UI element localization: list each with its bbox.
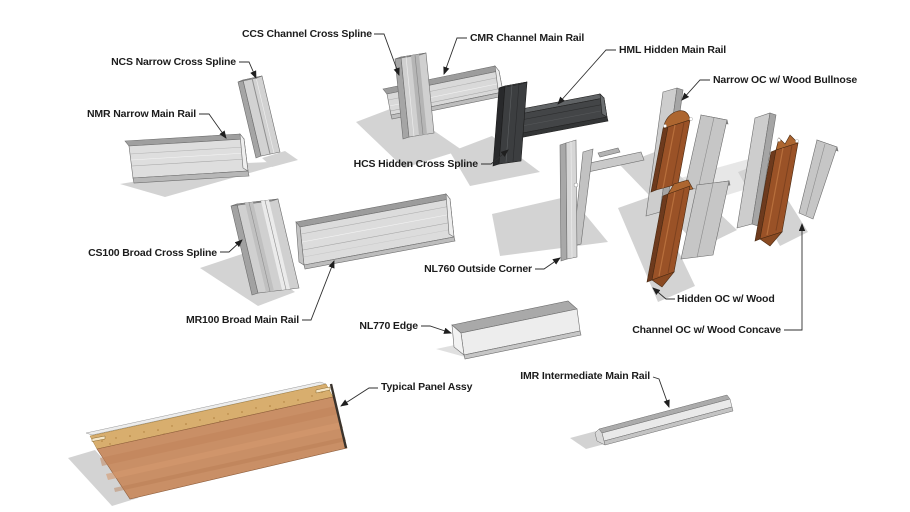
- label-cmr-channel-main-rail: CMR Channel Main Rail: [470, 32, 585, 44]
- part-mr100-broad-main-rail: [295, 193, 456, 270]
- part-nmr-narrow-main-rail: [124, 133, 250, 184]
- leader-channel-oc: [784, 223, 806, 331]
- label-nmr-narrow-main-rail: NMR Narrow Main Rail: [86, 108, 196, 120]
- leader-nl760: [535, 257, 561, 270]
- leader-mr100: [302, 260, 335, 321]
- leader-cmr: [443, 37, 467, 75]
- leader-narrow-oc: [681, 79, 710, 101]
- leader-imr: [652, 376, 670, 408]
- leader-ccs: [374, 33, 400, 76]
- leader-ncs: [239, 61, 257, 79]
- part-nl760-outside-corner: [559, 139, 645, 262]
- leader-nmr: [199, 113, 227, 139]
- label-hml-hidden-main-rail: HML Hidden Main Rail: [619, 44, 727, 56]
- label-typical-panel-assy: Typical Panel Assy: [381, 381, 473, 393]
- part-typical-panel-assy: [85, 381, 348, 500]
- leader-hcs: [481, 149, 509, 165]
- part-hml-hidden-main-rail: [499, 93, 609, 141]
- label-narrow-oc-wood-bullnose: Narrow OC w/ Wood Bullnose: [713, 74, 858, 86]
- leader-lines: [199, 33, 806, 408]
- leader-panel: [340, 387, 378, 407]
- label-hidden-oc-wood: Hidden OC w/ Wood: [677, 293, 775, 305]
- part-cs100-broad-cross-spline: [230, 198, 300, 296]
- label-imr-intermediate-main-rail: IMR Intermediate Main Rail: [520, 370, 650, 382]
- part-hidden-oc-wood: [646, 179, 731, 288]
- panel-edgeband: [329, 383, 348, 449]
- part-nl770-edge: [451, 300, 582, 360]
- label-nl760-outside-corner: NL760 Outside Corner: [424, 263, 532, 275]
- label-nl770-edge: NL770 Edge: [359, 320, 418, 332]
- leader-hml: [557, 49, 616, 105]
- leader-cs100: [220, 239, 243, 253]
- label-ccs-channel-cross-spline: CCS Channel Cross Spline: [241, 28, 372, 40]
- part-imr-intermediate-main-rail: [594, 394, 734, 446]
- part-ccs-channel-cross-spline: [394, 52, 435, 140]
- label-channel-oc-wood-concave: Channel OC w/ Wood Concave: [632, 324, 781, 336]
- part-channel-oc-wood-concave: [736, 112, 839, 247]
- label-hcs-hidden-cross-spline: HCS Hidden Cross Spline: [353, 158, 478, 170]
- panel-kerf-slot: [91, 435, 106, 442]
- particleboard-speckle: [101, 391, 323, 445]
- label-cs100-broad-cross-spline: CS100 Broad Cross Spline: [88, 247, 217, 259]
- label-ncs-narrow-cross-spline: NCS Narrow Cross Spline: [111, 56, 236, 68]
- leader-nl770: [421, 325, 452, 334]
- leader-hidden-oc: [652, 287, 675, 300]
- panel-kerf-slot: [315, 386, 331, 394]
- part-hcs-hidden-cross-spline: [492, 81, 528, 167]
- label-mr100-broad-main-rail: MR100 Broad Main Rail: [186, 314, 299, 326]
